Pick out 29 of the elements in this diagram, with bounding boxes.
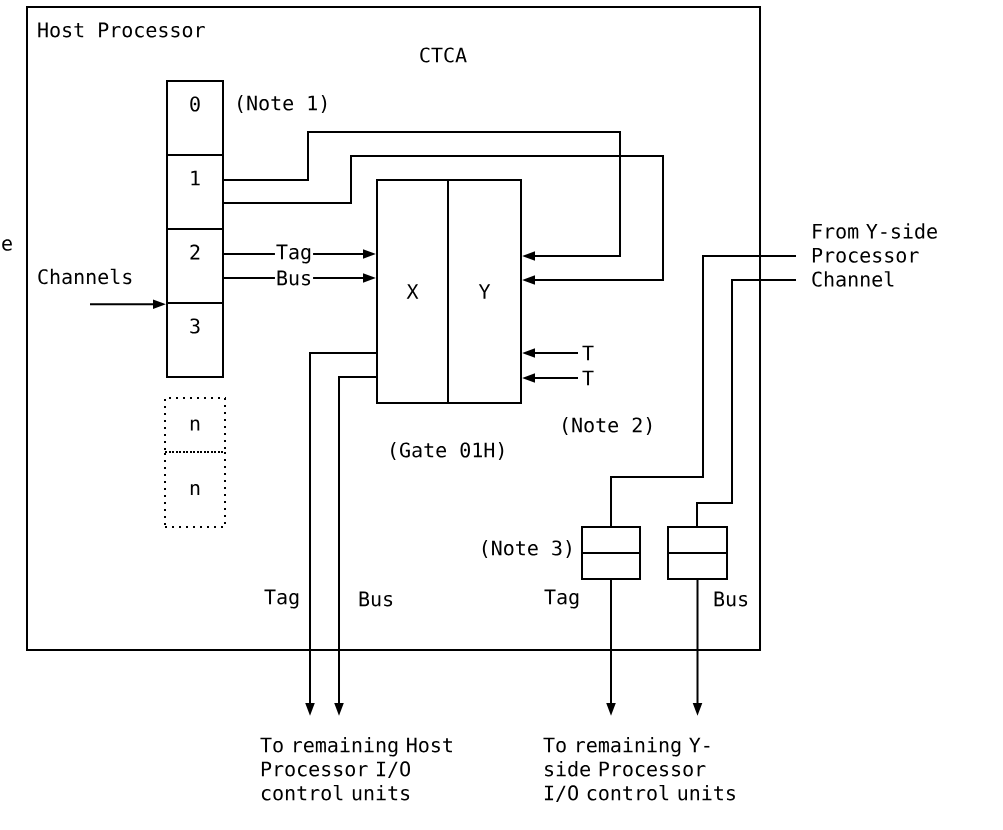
arrow <box>223 131 621 261</box>
text-label: CTCA <box>420 47 467 63</box>
text-label: Tag <box>264 589 299 609</box>
dotted-cell: n <box>164 451 226 528</box>
text-label: (Note 1) <box>238 95 327 113</box>
arrow <box>223 155 664 285</box>
register-box <box>667 526 728 580</box>
edge-label: Tag <box>274 243 314 265</box>
channel-cell: 3 <box>166 302 224 378</box>
text-label: e <box>2 239 12 251</box>
channel-cell: 2 <box>166 228 224 304</box>
text-label: (Gate 01H) <box>391 442 504 460</box>
gate-box: Y <box>447 179 522 404</box>
dotted-cell: n <box>164 397 226 453</box>
text-label: Bus <box>359 591 393 607</box>
text-label: To remaining Host Processor I/O control units <box>260 737 452 801</box>
text-label: Bus <box>714 591 748 607</box>
channel-cell: 0 <box>166 80 224 156</box>
text-label: From Y-side Processor Channel <box>812 223 937 287</box>
text-label: Tag <box>544 589 579 609</box>
gate-box: X <box>376 179 449 404</box>
text-label: (Note 2) <box>563 417 652 435</box>
channel-cell: 1 <box>166 154 224 230</box>
text-label: T <box>582 370 594 386</box>
note-label: (Note 3) <box>482 540 571 558</box>
text-label: T <box>582 345 594 361</box>
text-label: To remaining Y-side Processor I/O control units <box>543 737 735 803</box>
text-label: Channels <box>38 268 132 285</box>
edge-label: Bus <box>274 269 314 287</box>
